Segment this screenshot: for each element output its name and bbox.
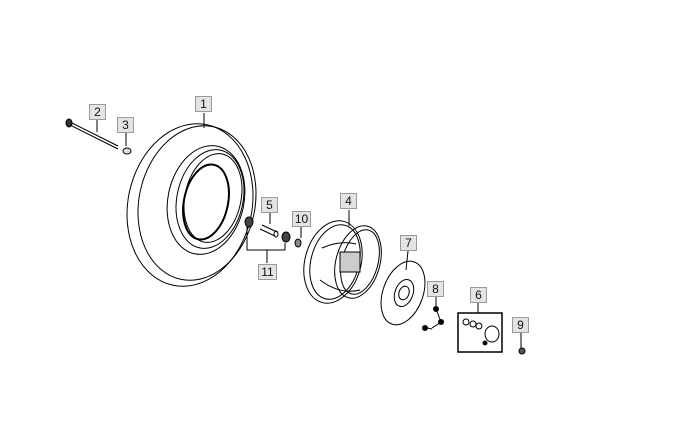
callout-10[interactable]: 10 [292,211,311,227]
callout-4[interactable]: 4 [340,193,357,209]
spacer-sleeve-part [259,224,279,238]
callout-5[interactable]: 5 [261,197,278,213]
axle-bolt-part [65,118,119,150]
callout-2[interactable]: 2 [89,104,106,120]
hub-kit-part [457,312,503,353]
nut-part-9 [518,347,526,355]
callout-11[interactable]: 11 [258,264,277,280]
callout-8[interactable]: 8 [427,281,444,297]
callout-7[interactable]: 7 [400,235,417,251]
callout-9[interactable]: 9 [512,317,529,333]
wheel-rim-part [303,220,382,304]
bearings-part [244,216,291,243]
callout-6[interactable]: 6 [470,287,487,303]
tire-part [126,123,257,287]
disc-bolts-part [422,306,444,331]
leader-lines [96,113,522,348]
callout-1[interactable]: 1 [195,96,212,112]
brake-disc-part [380,260,426,326]
nut-part [122,147,132,155]
callout-3[interactable]: 3 [117,117,134,133]
washer-part [294,238,302,248]
